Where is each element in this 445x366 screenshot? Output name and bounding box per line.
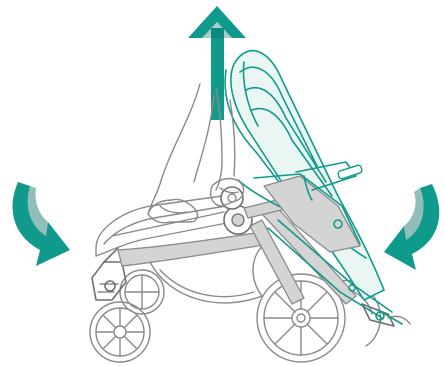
curved-arrow-down-left-icon: [384, 184, 439, 270]
curved-arrow-down-right-icon: [13, 182, 70, 266]
stroller-seat-unit: [225, 51, 392, 320]
